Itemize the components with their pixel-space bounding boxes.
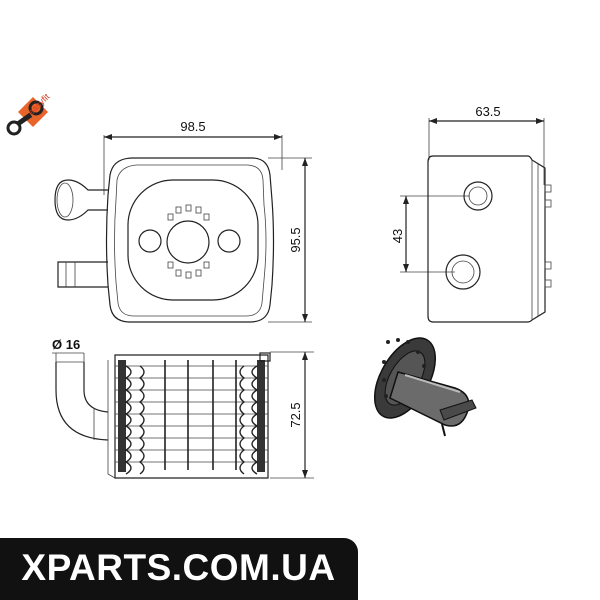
front-view: 98.5 95.5 [54, 119, 312, 323]
section-view: Ø 16 72.5 [52, 337, 314, 479]
plate-stack [115, 352, 271, 475]
dim-height-front: 95.5 [288, 227, 303, 252]
dim-height-section: 72.5 [288, 402, 303, 427]
sleeve-accessory [373, 337, 477, 437]
dim-width-front: 98.5 [180, 119, 205, 134]
dim-width-side: 63.5 [475, 104, 500, 119]
dim-pipe-diameter: Ø 16 [52, 337, 80, 352]
watermark-text: XPARTS.COM.UA [21, 547, 336, 588]
dim-port-spacing: 43 [390, 229, 405, 243]
side-view: 63.5 43 [390, 104, 552, 323]
easyfit-logo [6, 97, 48, 136]
watermark-banner [0, 538, 358, 600]
